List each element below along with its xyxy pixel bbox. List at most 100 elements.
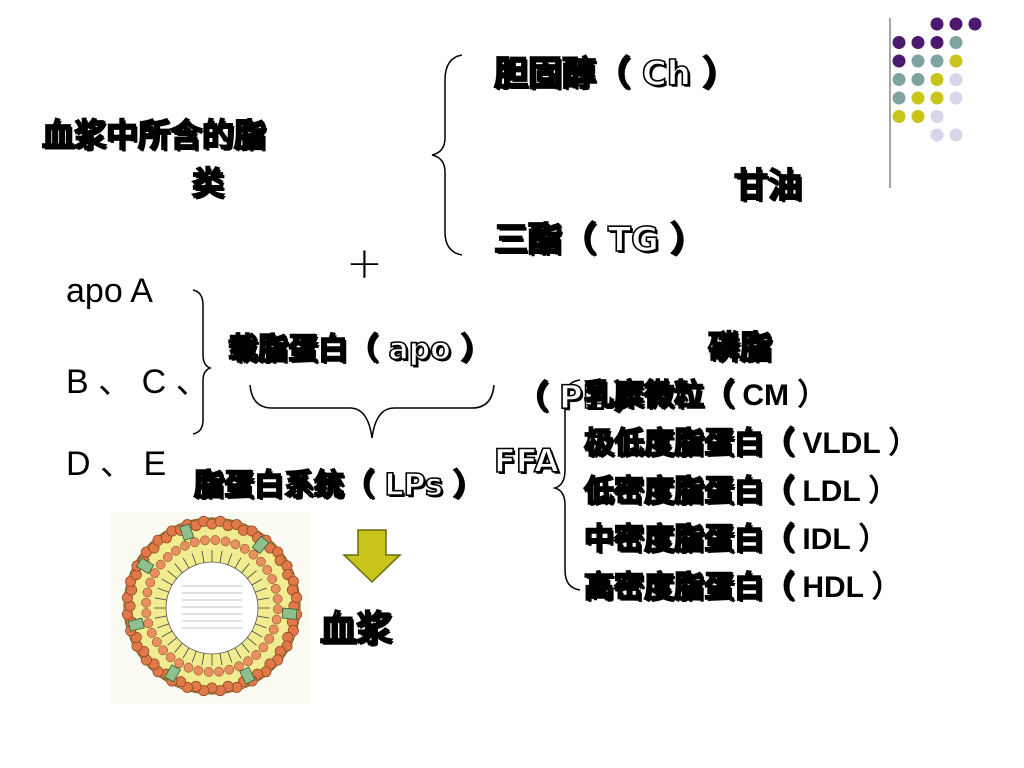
apoprotein-patch bbox=[136, 557, 155, 575]
ffa-label: FFA bbox=[493, 441, 559, 481]
decor-dot bbox=[892, 54, 906, 68]
class-abbr: VLDL ） bbox=[794, 427, 919, 460]
phospholipid-head bbox=[256, 556, 266, 567]
triglyceride-label: 三酯（ TG ） bbox=[493, 219, 705, 261]
fatty-acid-tail bbox=[241, 563, 250, 574]
lipoprotein-system-label: 脂蛋白系统（ LPs ） bbox=[193, 467, 484, 504]
decor-dot bbox=[911, 91, 925, 105]
fatty-acid-tail bbox=[219, 550, 223, 563]
phospholipid-head bbox=[270, 583, 281, 594]
phospholipid-head bbox=[251, 650, 262, 660]
phospholipid-head bbox=[268, 624, 279, 635]
phospholipid-head bbox=[230, 539, 241, 550]
phospholipid-head bbox=[234, 661, 244, 672]
apoprotein-patch bbox=[239, 666, 256, 685]
apoprotein-patch bbox=[251, 535, 270, 555]
phospholipid-head bbox=[248, 549, 259, 560]
class-row-vldl: 极低度脂蛋白（ VLDL ） bbox=[583, 418, 919, 462]
phospholipid-head bbox=[243, 656, 253, 667]
apo-item-1: apo A bbox=[66, 272, 153, 310]
phospholipid-head bbox=[193, 665, 204, 676]
down-arrow-icon bbox=[342, 529, 402, 584]
phospholipid-head bbox=[203, 667, 214, 677]
fatty-acid-tail bbox=[246, 637, 257, 646]
decor-dot bbox=[930, 91, 944, 105]
phospholipid-head bbox=[240, 543, 250, 554]
phospholipid-head bbox=[158, 645, 168, 656]
phospholipid-head bbox=[220, 536, 231, 547]
lipids-title-line1: 血浆中所含的脂 bbox=[41, 115, 267, 155]
phospholipid-head bbox=[165, 652, 176, 663]
class-name: 低密度脂蛋白（ bbox=[583, 473, 795, 510]
phospholipid-head bbox=[224, 664, 235, 675]
fatty-acid-tail bbox=[167, 570, 178, 579]
phospholipid-head bbox=[145, 577, 156, 588]
decor-dot bbox=[892, 36, 906, 49]
fatty-acid-tail bbox=[234, 647, 242, 659]
decor-dot bbox=[930, 73, 944, 86]
phospholipid-head bbox=[141, 597, 151, 608]
lp-brace bbox=[249, 384, 495, 439]
apolipoprotein-label: 载脂蛋白（ apo ） bbox=[227, 331, 492, 368]
phospholipid-head bbox=[189, 537, 200, 548]
phospholipid-head bbox=[272, 594, 283, 604]
fatty-acid-tail bbox=[167, 637, 178, 646]
pl-label: （ PL ） bbox=[515, 377, 647, 417]
apoprotein-patch bbox=[179, 523, 195, 541]
class-name: 中密度脂蛋白（ bbox=[583, 521, 795, 558]
class-abbr: LDL ） bbox=[794, 475, 899, 508]
phospholipid-head bbox=[291, 592, 303, 604]
decor-dot bbox=[892, 110, 906, 123]
fatty-acid-tail bbox=[241, 642, 250, 653]
decor-dot bbox=[949, 128, 963, 142]
decor-dot bbox=[930, 128, 944, 142]
decor-dot bbox=[949, 17, 963, 31]
cholesterol-label: 胆固醇（ Ch ） bbox=[493, 53, 737, 95]
phospholipid-head bbox=[210, 535, 221, 545]
plasma-label: 血浆 bbox=[319, 608, 393, 651]
decor-dot bbox=[892, 91, 906, 105]
decor-dot bbox=[911, 36, 925, 49]
phospholipid-head bbox=[142, 587, 153, 598]
fatty-acid-tail bbox=[154, 615, 167, 619]
phospholipid-head bbox=[141, 608, 152, 618]
phospholipid-head bbox=[171, 545, 181, 556]
fatty-acid-tail bbox=[246, 570, 257, 579]
phospholipid-head bbox=[267, 574, 278, 584]
decor-dot bbox=[968, 17, 982, 31]
apo-brace bbox=[192, 289, 212, 435]
phospholipid-head bbox=[162, 552, 173, 562]
fatty-acid-tail bbox=[191, 651, 197, 663]
decor-dot bbox=[930, 36, 944, 49]
class-row-ldl: 低密度脂蛋白（ LDL ） bbox=[583, 466, 899, 510]
phospholipid-head bbox=[273, 604, 283, 615]
phospholipid-label: 磷脂 bbox=[707, 327, 773, 367]
fatty-acid-tail bbox=[157, 623, 169, 629]
lipids-title-line2: 类 bbox=[191, 163, 225, 203]
fatty-acid-tail bbox=[227, 651, 233, 663]
fatty-acid-tail bbox=[257, 615, 270, 619]
decor-dot bbox=[892, 73, 906, 86]
class-row-cm: 乳糜微粒（ CM ） bbox=[583, 370, 827, 414]
fatty-acid-tail bbox=[182, 647, 190, 659]
fatty-acid-tail bbox=[234, 557, 242, 569]
plus-sign: + bbox=[346, 238, 383, 289]
decor-dot bbox=[949, 91, 963, 105]
apo-item-3: D 、 E bbox=[66, 445, 167, 483]
fatty-acid-tail bbox=[201, 550, 205, 563]
fatty-acid-tail bbox=[191, 553, 197, 565]
apo-item-2: B 、 C 、 bbox=[66, 363, 210, 401]
fatty-acid-tail bbox=[154, 597, 167, 601]
fatty-acid-tail bbox=[161, 630, 173, 638]
decor-dot bbox=[949, 36, 963, 49]
class-abbr: IDL ） bbox=[794, 523, 889, 556]
phospholipid-head bbox=[183, 662, 194, 673]
phospholipid-head bbox=[200, 535, 210, 546]
class-brace bbox=[552, 379, 581, 591]
particle-core bbox=[165, 561, 259, 655]
fatty-acid-tail bbox=[251, 578, 263, 586]
decor-dot bbox=[911, 110, 925, 123]
fatty-acid-tail bbox=[157, 587, 169, 593]
